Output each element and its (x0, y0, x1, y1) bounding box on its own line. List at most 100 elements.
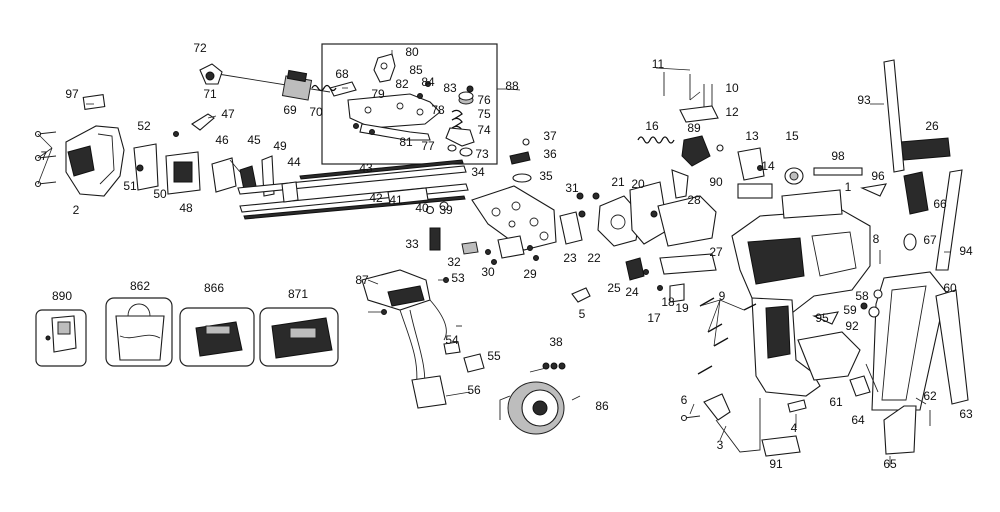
callout-97: 97 (65, 87, 79, 101)
callout-96: 96 (871, 169, 885, 183)
callout-55: 55 (487, 349, 501, 363)
callout-46: 46 (215, 133, 229, 147)
inset-box-assembly (321, 43, 506, 165)
callout-90: 90 (709, 175, 723, 189)
callout-67: 67 (923, 233, 937, 247)
callout-52: 52 (137, 119, 151, 133)
callout-45: 45 (247, 133, 261, 147)
leader-lines (37, 50, 950, 466)
callout-6: 6 (681, 393, 688, 407)
callout-31: 31 (565, 181, 579, 195)
callout-23: 23 (563, 251, 577, 265)
callout-2: 2 (73, 203, 80, 217)
callout-84: 84 (421, 75, 435, 89)
callout-62: 62 (923, 389, 937, 403)
long-rails (237, 159, 469, 220)
callout-68: 68 (335, 67, 349, 81)
callout-4: 4 (791, 421, 798, 435)
callout-26: 26 (925, 119, 939, 133)
label-90 (737, 183, 773, 199)
callout-9: 9 (719, 289, 726, 303)
callout-91: 91 (769, 457, 783, 471)
rod-motor-assembly (199, 63, 337, 101)
callout-51: 51 (123, 179, 137, 193)
callout-83: 83 (443, 81, 457, 95)
callout-71: 71 (203, 87, 217, 101)
callout-63: 63 (959, 407, 973, 421)
small-fasteners (485, 138, 600, 265)
frame-plate (425, 185, 557, 255)
callout-30: 30 (481, 265, 495, 279)
rear-brackets (133, 131, 275, 197)
callout-47: 47 (221, 107, 235, 121)
callout-42: 42 (369, 191, 383, 205)
callout-12: 12 (725, 105, 739, 119)
callout-95: 95 (815, 311, 829, 325)
callout-3: 3 (717, 438, 724, 452)
motor-parts (499, 362, 566, 435)
spring-and-gear (637, 135, 724, 199)
callout-40: 40 (415, 201, 429, 215)
accessory-label-890: 890 (52, 289, 72, 303)
callout-32: 32 (447, 255, 461, 269)
callout-36: 36 (543, 147, 557, 161)
callout-39: 39 (439, 203, 453, 217)
callout-22: 22 (587, 251, 601, 265)
callout-14: 14 (761, 159, 775, 173)
label-95 (812, 311, 839, 325)
callout-75: 75 (477, 107, 491, 121)
callout-15: 15 (785, 129, 799, 143)
callout-34: 34 (471, 165, 485, 179)
accessory-boxes (35, 297, 339, 367)
strip-94 (935, 169, 963, 271)
callout-44: 44 (287, 155, 301, 169)
label-98 (813, 167, 863, 176)
callout-65: 65 (883, 457, 897, 471)
callout-86: 86 (595, 399, 609, 413)
callout-60: 60 (943, 281, 957, 295)
bracket-47 (191, 113, 215, 131)
callout-73: 73 (475, 147, 489, 161)
callout-35: 35 (539, 169, 553, 183)
callout-25: 25 (607, 281, 621, 295)
callout-93: 93 (857, 93, 871, 107)
callout-38: 38 (549, 335, 563, 349)
callout-88: 88 (505, 79, 519, 93)
right-small-parts (849, 250, 931, 426)
right-top-parts (860, 137, 951, 251)
callout-41: 41 (389, 193, 403, 207)
callout-77: 77 (421, 139, 435, 153)
accessory-label-862: 862 (130, 279, 150, 293)
callout-17: 17 (647, 311, 661, 325)
callout-76: 76 (477, 93, 491, 107)
strip-93 (883, 59, 905, 173)
callout-10: 10 (725, 81, 739, 95)
callout-82: 82 (395, 77, 409, 91)
callout-89: 89 (687, 121, 701, 135)
callout-85: 85 (409, 63, 423, 77)
callout-59: 59 (843, 303, 857, 317)
callout-5: 5 (579, 307, 586, 321)
top-screws (663, 72, 719, 123)
callout-92: 92 (845, 319, 859, 333)
callout-54: 54 (445, 333, 459, 347)
latch-parts (571, 257, 685, 303)
callout-19: 19 (675, 301, 689, 315)
callout-50: 50 (153, 187, 167, 201)
callout-29: 29 (523, 267, 537, 281)
trigger-parts (737, 147, 804, 185)
callout-58: 58 (855, 289, 869, 303)
callout-16: 16 (645, 119, 659, 133)
callout-98: 98 (831, 149, 845, 163)
callout-72: 72 (193, 41, 207, 55)
callout-43: 43 (359, 161, 373, 175)
accessory-label-866: 866 (204, 281, 224, 295)
callout-24: 24 (625, 285, 639, 299)
callout-18: 18 (661, 295, 675, 309)
drive-mechanism (597, 181, 717, 275)
callout-28: 28 (687, 193, 701, 207)
callout-27: 27 (709, 245, 723, 259)
label-91 (761, 435, 801, 457)
callout-78: 78 (431, 103, 445, 117)
